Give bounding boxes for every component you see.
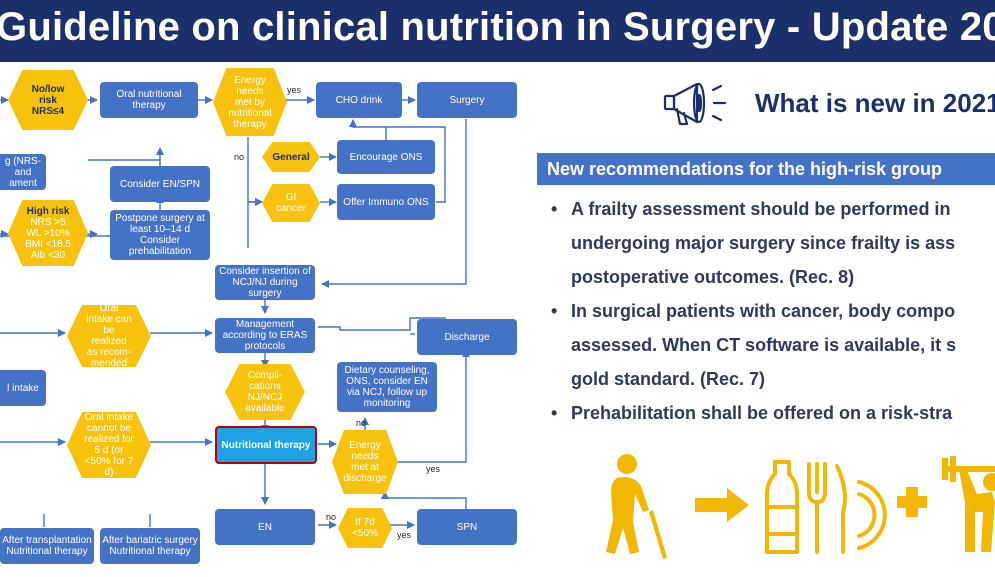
recommendation-line: undergoing major surgery since frailty i… xyxy=(571,233,956,253)
if-7d-hex: If 7d <50% xyxy=(338,508,392,548)
postpone-surgery-box: Postpone surgery at least 10–14 d Consid… xyxy=(110,210,210,260)
new-recommendations-banner: New recommendations for the high-risk gr… xyxy=(537,153,995,185)
gi-cancer-hex: GI cancer xyxy=(262,184,320,222)
en-box: EN xyxy=(215,509,315,545)
energy-needs-hex: Energy needs met by nutritional therapy xyxy=(213,68,287,136)
flowchart: No/low risk NRS≤4 Oral nutritional thera… xyxy=(0,62,525,577)
recommendation-line: postoperative outcomes. (Rec. 8) xyxy=(571,267,855,287)
energy-discharge-hex: Energy needs met at discharge xyxy=(332,430,398,494)
oral-intake-left-box: l intake xyxy=(0,370,46,406)
recommendation-line: gold standard. (Rec. 7) xyxy=(571,369,766,389)
spn-box: SPN xyxy=(417,509,517,545)
oral-intake-cannot-hex: Oral intake cannot be realized for 5 d (… xyxy=(67,412,151,478)
megaphone-icon xyxy=(663,82,727,126)
weightlifter-icon xyxy=(942,456,995,552)
general-hex: General xyxy=(262,142,320,172)
recommendation-line: Prehabilitation shall be offered on a ri… xyxy=(571,403,953,423)
recommendation-item: Prehabilitation shall be offered on a ri… xyxy=(547,396,995,430)
arrow-right-icon xyxy=(695,488,749,522)
after-transplantation-box: After transplantation Nutritional therap… xyxy=(0,528,94,564)
page-title: Guideline on clinical nutrition in Surge… xyxy=(0,5,995,49)
high-risk-criteria: NRS >5 WL >10% BMI <18.5 Alb <30 xyxy=(25,216,71,261)
recommendation-line: A frailty assessment should be performed… xyxy=(571,199,951,219)
surgery-box: Surgery xyxy=(417,82,517,118)
yes-label-top: yes xyxy=(287,85,302,95)
oral-nutritional-therapy-box: Oral nutritional therapy xyxy=(100,82,198,118)
screening-box: g (NRS- and ament xyxy=(0,154,46,190)
offer-immuno-ons-box: Offer Immuno ONS xyxy=(337,184,435,220)
elderly-person-icon xyxy=(606,454,667,559)
discharge-box: Discharge xyxy=(417,319,517,355)
high-risk-hex: High risk NRS >5 WL >10% BMI <18.5 Alb <… xyxy=(8,200,88,266)
recommendation-item: A frailty assessment should be performed… xyxy=(547,192,995,294)
consider-ncj-box: Consider insertion of NCJ/NJ during surg… xyxy=(215,265,315,300)
recommendation-item: In surgical patients with cancer, body c… xyxy=(547,294,995,396)
yes-label-discharge: yes xyxy=(426,464,441,474)
no-label-dietary: no xyxy=(356,418,367,428)
oral-intake-can-hex: Oral intake can be realized as recom- me… xyxy=(67,305,151,367)
high-risk-title: High risk xyxy=(26,205,70,217)
recommendation-list: A frailty assessment should be performed… xyxy=(547,192,995,430)
management-eras-box: Management according to ERAS protocols xyxy=(215,318,315,353)
complications-hex: Compli- cations NJ/NCJ available xyxy=(225,364,305,420)
new-recommendations-title: New recommendations for the high-risk gr… xyxy=(547,159,943,179)
dietary-counseling-box: Dietary counseling, ONS, consider EN via… xyxy=(337,362,437,412)
encourage-ons-box: Encourage ONS xyxy=(337,140,435,174)
prehabilitation-icons xyxy=(606,454,995,559)
whats-new-heading-row: What is new in 2021? xyxy=(663,80,995,126)
recommendation-line: In surgical patients with cancer, body c… xyxy=(571,301,956,321)
cho-drink-box: CHO drink xyxy=(316,82,402,118)
bottle-icon xyxy=(765,460,799,554)
plus-icon xyxy=(897,487,927,517)
no-label-if7d: no xyxy=(326,512,337,522)
yes-label-if7d: yes xyxy=(397,530,412,540)
nutritional-therapy-box: Nutritional therapy xyxy=(215,426,317,464)
cutlery-plate-icon xyxy=(807,462,887,554)
title-banner: Guideline on clinical nutrition in Surge… xyxy=(0,0,995,62)
recommendation-line: assessed. When CT software is available,… xyxy=(571,335,957,355)
no-low-risk-node: No/low risk NRS≤4 xyxy=(8,70,88,130)
no-label-general: no xyxy=(234,152,245,162)
whats-new-panel: What is new in 2021? New recommendations… xyxy=(525,62,995,577)
whats-new-title: What is new in 2021? xyxy=(755,87,995,118)
consider-en-spn-box: Consider EN/SPN xyxy=(110,166,210,202)
after-bariatric-box: After bariatric surgery Nutritional ther… xyxy=(100,528,200,564)
